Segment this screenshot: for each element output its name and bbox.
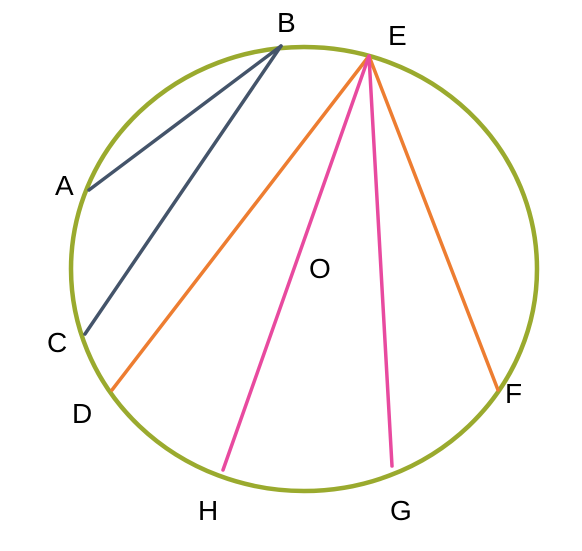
point-label-e: E	[388, 20, 407, 51]
point-label-a: A	[55, 170, 74, 201]
chord-b-c	[83, 44, 283, 336]
chord-e-d	[110, 54, 371, 392]
circle-o	[68, 44, 540, 494]
point-label-b: B	[277, 7, 296, 38]
chord-e-h	[221, 54, 371, 472]
point-label-h: H	[198, 495, 218, 526]
point-label-c: C	[47, 327, 67, 358]
center-label-o: O	[309, 253, 331, 284]
point-label-g: G	[390, 495, 412, 526]
point-label-d: D	[72, 398, 92, 429]
chord-e-f	[367, 54, 500, 392]
chord-e-g	[367, 54, 394, 468]
chord-b-a	[87, 44, 283, 192]
point-label-f: F	[505, 378, 522, 409]
